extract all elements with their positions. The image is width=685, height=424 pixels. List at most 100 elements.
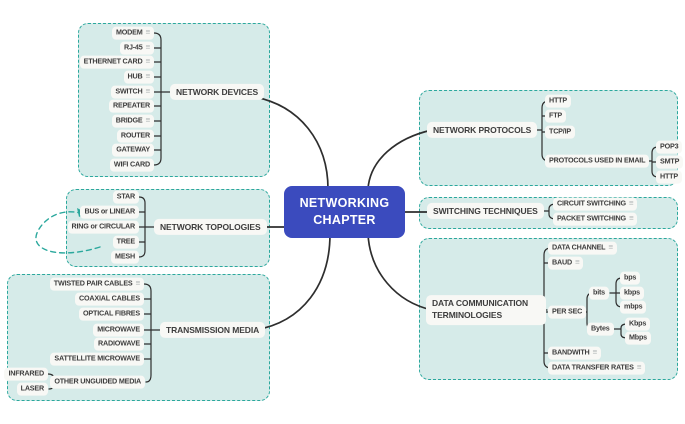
center-topic[interactable]: NETWORKING CHAPTER — [284, 186, 405, 238]
node-http[interactable]: HTTP — [545, 94, 571, 108]
node-bits[interactable]: bits — [589, 286, 609, 300]
node-bandwith[interactable]: BANDWITH≡ — [548, 346, 601, 360]
node-modem-label: MODEM — [115, 27, 143, 37]
node-per-sec[interactable]: PER SEC — [548, 305, 587, 319]
node-mbps-upper[interactable]: Mbps — [625, 331, 651, 345]
node-microwave[interactable]: MICROWAVE — [93, 323, 144, 337]
node-laser-label: LASER — [20, 383, 45, 393]
node-gateway[interactable]: GATEWAY — [112, 143, 154, 157]
node-hub-label: HUB — [127, 71, 143, 81]
node-per-sec-label: PER SEC — [552, 306, 583, 316]
node-hub[interactable]: HUB≡ — [123, 70, 154, 84]
center-topic-label: NETWORKING CHAPTER — [299, 195, 390, 228]
node-kbps-lower-label: kbps — [624, 287, 640, 297]
notes-icon: ≡ — [628, 198, 634, 208]
node-packet-switching-label: PACKET SWITCHING — [557, 213, 626, 223]
node-gateway-label: GATEWAY — [116, 144, 150, 154]
node-mesh[interactable]: MESH — [111, 250, 139, 264]
node-star[interactable]: STAR — [112, 190, 139, 204]
node-wifi-card[interactable]: WIFI CARD — [109, 158, 154, 172]
node-http-label: HTTP — [549, 95, 567, 105]
notes-icon: ≡ — [145, 71, 151, 81]
node-ring-or-circular[interactable]: RING or CIRCULAR — [67, 220, 139, 234]
node-data-channel-label: DATA CHANNEL — [552, 242, 606, 252]
notes-icon: ≡ — [608, 242, 613, 252]
node-sattellite-microwave[interactable]: SATTELLITE MICROWAVE — [50, 352, 144, 366]
node-rj45[interactable]: RJ-45≡ — [119, 41, 154, 55]
node-bps[interactable]: bps — [620, 271, 641, 285]
node-data-transfer-rates[interactable]: DATA TRANSFER RATES≡ — [548, 361, 646, 375]
node-network-topologies[interactable]: NETWORK TOPOLOGIES — [154, 218, 267, 236]
node-transmission-media[interactable]: TRANSMISSION MEDIA — [160, 321, 266, 339]
node-switch[interactable]: SWITCH≡ — [111, 85, 154, 99]
node-network-devices-label: NETWORK DEVICES — [176, 86, 259, 97]
node-microwave-label: MICROWAVE — [97, 324, 140, 334]
node-switch-label: SWITCH — [115, 86, 143, 96]
node-tcp-ip-label: TCP/IP — [549, 126, 571, 136]
node-repeater-label: REPEATER — [112, 100, 150, 110]
node-optical-fibres[interactable]: OPTICAL FIBRES — [79, 307, 144, 321]
notes-icon: ≡ — [145, 115, 151, 125]
node-wifi-card-label: WIFI CARD — [113, 159, 150, 169]
node-mesh-label: MESH — [115, 251, 135, 261]
node-infrared-label: INFRARED — [8, 368, 44, 378]
node-switching-techniques-label: SWITCHING TECHNIQUES — [433, 205, 538, 216]
node-protocols-used-in-email-label: PROTOCOLS USED IN EMAIL — [549, 155, 646, 165]
node-coaxial-cables[interactable]: COAXIAL CABLES — [75, 292, 144, 306]
node-modem[interactable]: MODEM≡ — [111, 26, 154, 40]
node-sattellite-microwave-label: SATTELLITE MICROWAVE — [54, 353, 140, 363]
node-optical-fibres-label: OPTICAL FIBRES — [83, 308, 140, 318]
node-router-label: ROUTER — [120, 130, 150, 140]
node-data-channel[interactable]: DATA CHANNEL≡ — [548, 241, 617, 255]
node-http-email[interactable]: HTTP — [656, 170, 682, 184]
node-radiowave[interactable]: RADIOWAVE — [94, 337, 144, 351]
node-ftp[interactable]: FTP — [545, 109, 566, 123]
node-ftp-label: FTP — [549, 110, 562, 120]
notes-icon: ≡ — [145, 27, 151, 37]
node-ethernet-card-label: ETHERNET CARD — [83, 56, 143, 66]
node-data-communication-terminologies[interactable]: DATA COMMUNICATION TERMINOLOGIES — [426, 295, 546, 325]
node-tcp-ip[interactable]: TCP/IP — [545, 125, 575, 139]
node-http-email-label: HTTP — [660, 171, 678, 181]
notes-icon: ≡ — [636, 362, 642, 372]
node-bytes[interactable]: Bytes — [587, 322, 614, 336]
node-pop3[interactable]: POP3 — [656, 140, 683, 154]
tree-network-devices — [153, 32, 176, 166]
node-protocols-used-in-email[interactable]: PROTOCOLS USED IN EMAIL — [545, 154, 650, 168]
tree-network-topologies — [138, 196, 159, 258]
node-infrared[interactable]: INFRARED — [4, 367, 48, 381]
node-coaxial-cables-label: COAXIAL CABLES — [79, 293, 140, 303]
node-router[interactable]: ROUTER — [116, 129, 154, 143]
node-network-devices[interactable]: NETWORK DEVICES — [170, 83, 265, 101]
branch-center-to-transmission — [254, 233, 331, 331]
node-baud[interactable]: BAUD≡ — [548, 256, 584, 270]
node-mbps-upper-label: Mbps — [629, 332, 647, 342]
node-repeater[interactable]: REPEATER — [108, 99, 154, 113]
node-tree[interactable]: TREE — [112, 235, 139, 249]
tree-transmission-media — [143, 283, 165, 383]
topology-loop-arrow — [35, 211, 101, 254]
node-laser[interactable]: LASER — [16, 382, 48, 396]
branch-center-to-protocols — [367, 129, 433, 190]
node-packet-switching[interactable]: PACKET SWITCHING≡ — [553, 212, 638, 226]
node-smtp[interactable]: SMTP — [656, 155, 684, 169]
node-other-unguided-media[interactable]: OTHER UNGUIDED MEDIA — [50, 375, 145, 389]
node-kbps-lower[interactable]: kbps — [620, 286, 644, 300]
notes-icon: ≡ — [145, 56, 151, 66]
node-network-topologies-label: NETWORK TOPOLOGIES — [160, 221, 261, 232]
node-network-protocols[interactable]: NETWORK PROTOCOLS — [427, 121, 538, 139]
node-mbps-lower-label: mbps — [624, 301, 643, 311]
node-mbps-lower[interactable]: mbps — [620, 300, 647, 314]
branch-center-to-devices — [254, 96, 329, 190]
node-tree-label: TREE — [116, 236, 136, 246]
node-kbps-upper[interactable]: Kbps — [625, 317, 651, 331]
node-switching-techniques[interactable]: SWITCHING TECHNIQUES — [427, 202, 544, 220]
node-circuit-switching[interactable]: CIRCUIT SWITCHING≡ — [553, 197, 638, 211]
node-bridge[interactable]: BRIDGE≡ — [111, 114, 154, 128]
notes-icon: ≡ — [574, 257, 580, 267]
node-twisted-pair-cables[interactable]: TWISTED PAIR CABLES≡ — [49, 277, 144, 291]
node-ethernet-card[interactable]: ETHERNET CARD≡ — [79, 55, 154, 69]
node-bus-or-linear[interactable]: BUS or LINEAR — [80, 205, 139, 219]
branch-center-to-datacomm — [367, 233, 433, 311]
